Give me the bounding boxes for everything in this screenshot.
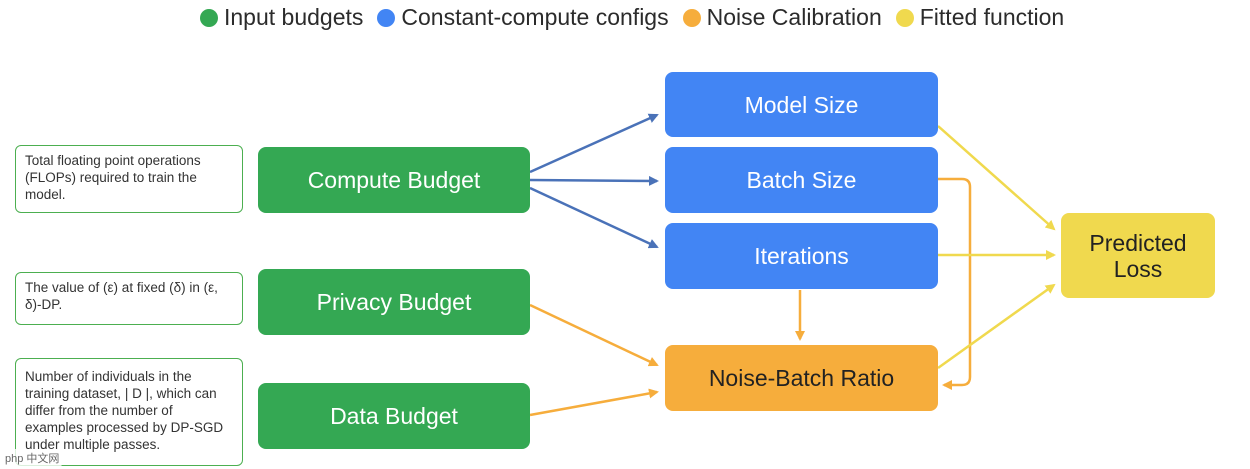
arrow-compute-to-iterations — [529, 186, 659, 249]
legend-item-noise-calibration: Noise Calibration — [682, 4, 882, 31]
compute-budget-box: Compute Budget — [258, 147, 530, 213]
legend-label: Fitted function — [919, 4, 1065, 30]
predicted-loss-box: Predicted Loss — [1061, 213, 1215, 298]
arrow-model-size-to-loss — [937, 125, 1056, 231]
arrow-batch-size-to-noise — [938, 177, 972, 390]
privacy-budget-description: The value of (ε) at fixed (δ) in (ε, δ)-… — [15, 272, 243, 325]
legend-dot-icon — [377, 8, 396, 27]
noise-batch-ratio-box: Noise-Batch Ratio — [665, 345, 938, 411]
legend-dot-icon — [682, 8, 701, 27]
arrow-privacy-to-noise — [529, 303, 659, 367]
compute-budget-description: Total floating point operations (FLOPs) … — [15, 145, 243, 213]
batch-size-label: Batch Size — [746, 167, 857, 193]
watermark-logo: php 中文网 — [2, 449, 63, 467]
legend-dot-icon — [200, 8, 218, 27]
data-budget-label: Data Budget — [330, 403, 458, 429]
arrow-compute-to-batch-size — [529, 175, 659, 186]
legend-label: Noise Calibration — [706, 4, 882, 30]
legend-item-fitted-function: Fitted function — [895, 4, 1065, 31]
legend-dot-icon — [895, 8, 914, 27]
arrow-noise-to-loss — [937, 283, 1056, 370]
arrow-data-to-noise — [529, 388, 659, 417]
data-budget-box: Data Budget — [258, 383, 530, 449]
iterations-label: Iterations — [754, 243, 849, 269]
compute-budget-label: Compute Budget — [307, 167, 481, 193]
legend-item-constant-compute: Constant-compute configs — [377, 4, 669, 31]
batch-size-box: Batch Size — [665, 147, 938, 213]
legend-item-input-budgets: Input budgets — [200, 4, 363, 31]
model-size-label: Model Size — [744, 91, 859, 118]
iterations-box: Iterations — [665, 223, 938, 289]
legend: Input budgets Constant-compute configs N… — [200, 4, 1064, 31]
legend-label: Input budgets — [224, 4, 364, 30]
model-size-box: Model Size — [665, 72, 938, 137]
arrow-compute-to-model-size — [529, 113, 659, 174]
privacy-budget-label: Privacy Budget — [316, 289, 472, 315]
privacy-budget-box: Privacy Budget — [258, 269, 530, 335]
predicted-loss-label: Predicted Loss — [1089, 229, 1187, 282]
data-budget-description: Number of individuals in the training da… — [15, 358, 243, 466]
legend-label: Constant-compute configs — [401, 4, 669, 30]
noise-batch-ratio-label: Noise-Batch Ratio — [708, 365, 895, 391]
